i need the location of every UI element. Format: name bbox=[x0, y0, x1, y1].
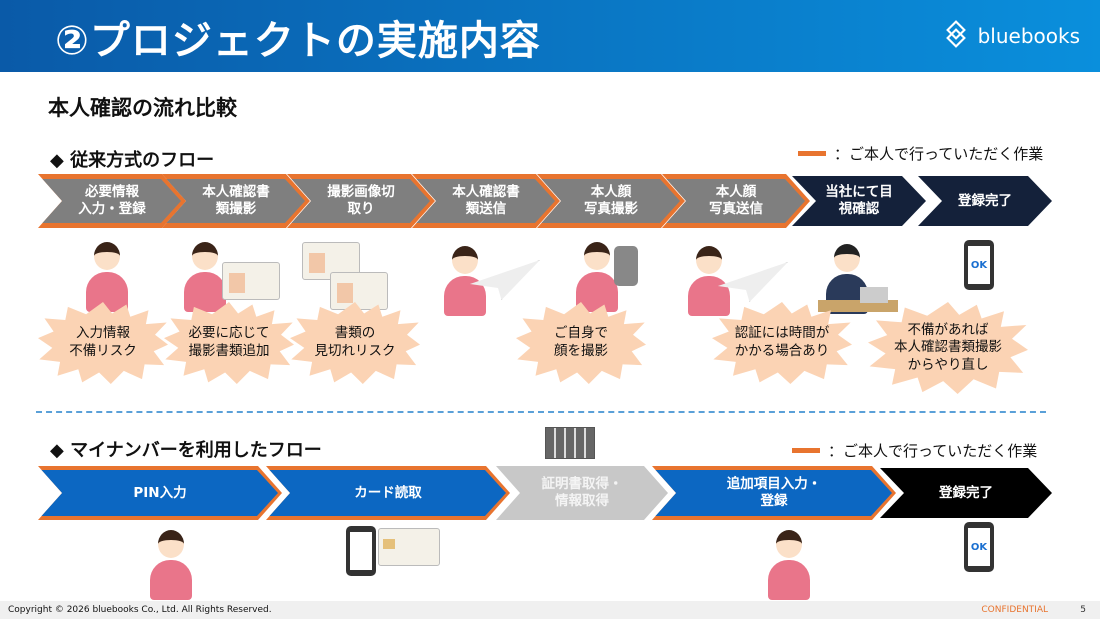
flow-step-company: 当社にて目 視確認 bbox=[792, 176, 926, 226]
page-title: ②プロジェクトの実施内容 bbox=[55, 18, 541, 64]
risk-callout: 必要に応じて 撮影書類追加 bbox=[164, 302, 294, 384]
mynumber-flow-heading: ◆ マイナンバーを利用したフロー bbox=[50, 440, 322, 461]
logo-text: bluebooks bbox=[977, 24, 1080, 48]
legend-swatch bbox=[792, 448, 820, 453]
person-illustration bbox=[440, 244, 490, 316]
flow-step: 必要情報 入力・登録 bbox=[38, 174, 186, 228]
server-icon bbox=[545, 427, 595, 459]
flow-step-complete: 登録完了 bbox=[918, 176, 1052, 226]
flow-step: 本人確認書 類送信 bbox=[412, 174, 560, 228]
section-subtitle: 本人確認の流れ比較 bbox=[48, 96, 237, 120]
flow-step: 本人確認書 類撮影 bbox=[162, 174, 310, 228]
confidential-label: CONFIDENTIAL bbox=[981, 605, 1048, 615]
person-illustration bbox=[180, 240, 230, 312]
risk-callout: 不備があれば 本人確認書類撮影 からやり直し bbox=[868, 302, 1028, 394]
mynumber-card-icon bbox=[378, 528, 440, 566]
footer: Copyright © 2026 bluebooks Co., Ltd. All… bbox=[0, 601, 1100, 619]
section-divider bbox=[36, 411, 1046, 413]
smartphone-ok-icon: OK bbox=[964, 240, 994, 290]
flow-step: 本人顔 写真送信 bbox=[662, 174, 810, 228]
id-card-icon bbox=[222, 262, 280, 300]
desk-icon bbox=[818, 300, 898, 312]
legend-swatch bbox=[798, 151, 826, 156]
legend-user-task: ：ご本人で行っていただく作業 bbox=[792, 440, 1037, 461]
person-illustration bbox=[684, 244, 734, 316]
smartphone-icon bbox=[346, 526, 376, 576]
header-bar: ②プロジェクトの実施内容 bluebooks bbox=[0, 0, 1100, 72]
logo: bluebooks bbox=[942, 20, 1080, 52]
id-card-icon bbox=[330, 272, 388, 310]
copyright-text: Copyright © 2026 bluebooks Co., Ltd. All… bbox=[8, 605, 272, 615]
risk-callout: ご自身で 顔を撮影 bbox=[516, 302, 646, 384]
flow-step: カード読取 bbox=[266, 466, 510, 520]
traditional-flow-heading: ◆ 従来方式のフロー bbox=[50, 150, 215, 171]
page-number: 5 bbox=[1080, 605, 1086, 615]
person-illustration bbox=[764, 528, 814, 600]
legend-text: ：ご本人で行っていただく作業 bbox=[834, 145, 1044, 163]
person-illustration bbox=[146, 528, 196, 600]
flow-step: 本人顔 写真撮影 bbox=[537, 174, 685, 228]
person-illustration bbox=[82, 240, 132, 312]
risk-callout: 書類の 見切れリスク bbox=[290, 302, 420, 384]
risk-callout: 入力情報 不備リスク bbox=[38, 302, 168, 384]
bluebooks-logo-icon bbox=[942, 20, 970, 52]
flow-step: PIN入力 bbox=[38, 466, 282, 520]
smartphone-icon bbox=[614, 246, 638, 286]
flow-step-complete: 登録完了 bbox=[880, 468, 1052, 518]
flow-step: 撮影画像切 取り bbox=[287, 174, 435, 228]
smartphone-ok-icon: OK bbox=[964, 522, 994, 572]
legend-user-task: ：ご本人で行っていただく作業 bbox=[798, 143, 1043, 164]
laptop-icon bbox=[860, 287, 888, 303]
flow-step-system: 証明書取得・ 情報取得 bbox=[496, 466, 668, 520]
flow-step: 追加項目入力・ 登録 bbox=[652, 466, 896, 520]
legend-text: ：ご本人で行っていただく作業 bbox=[828, 442, 1038, 460]
